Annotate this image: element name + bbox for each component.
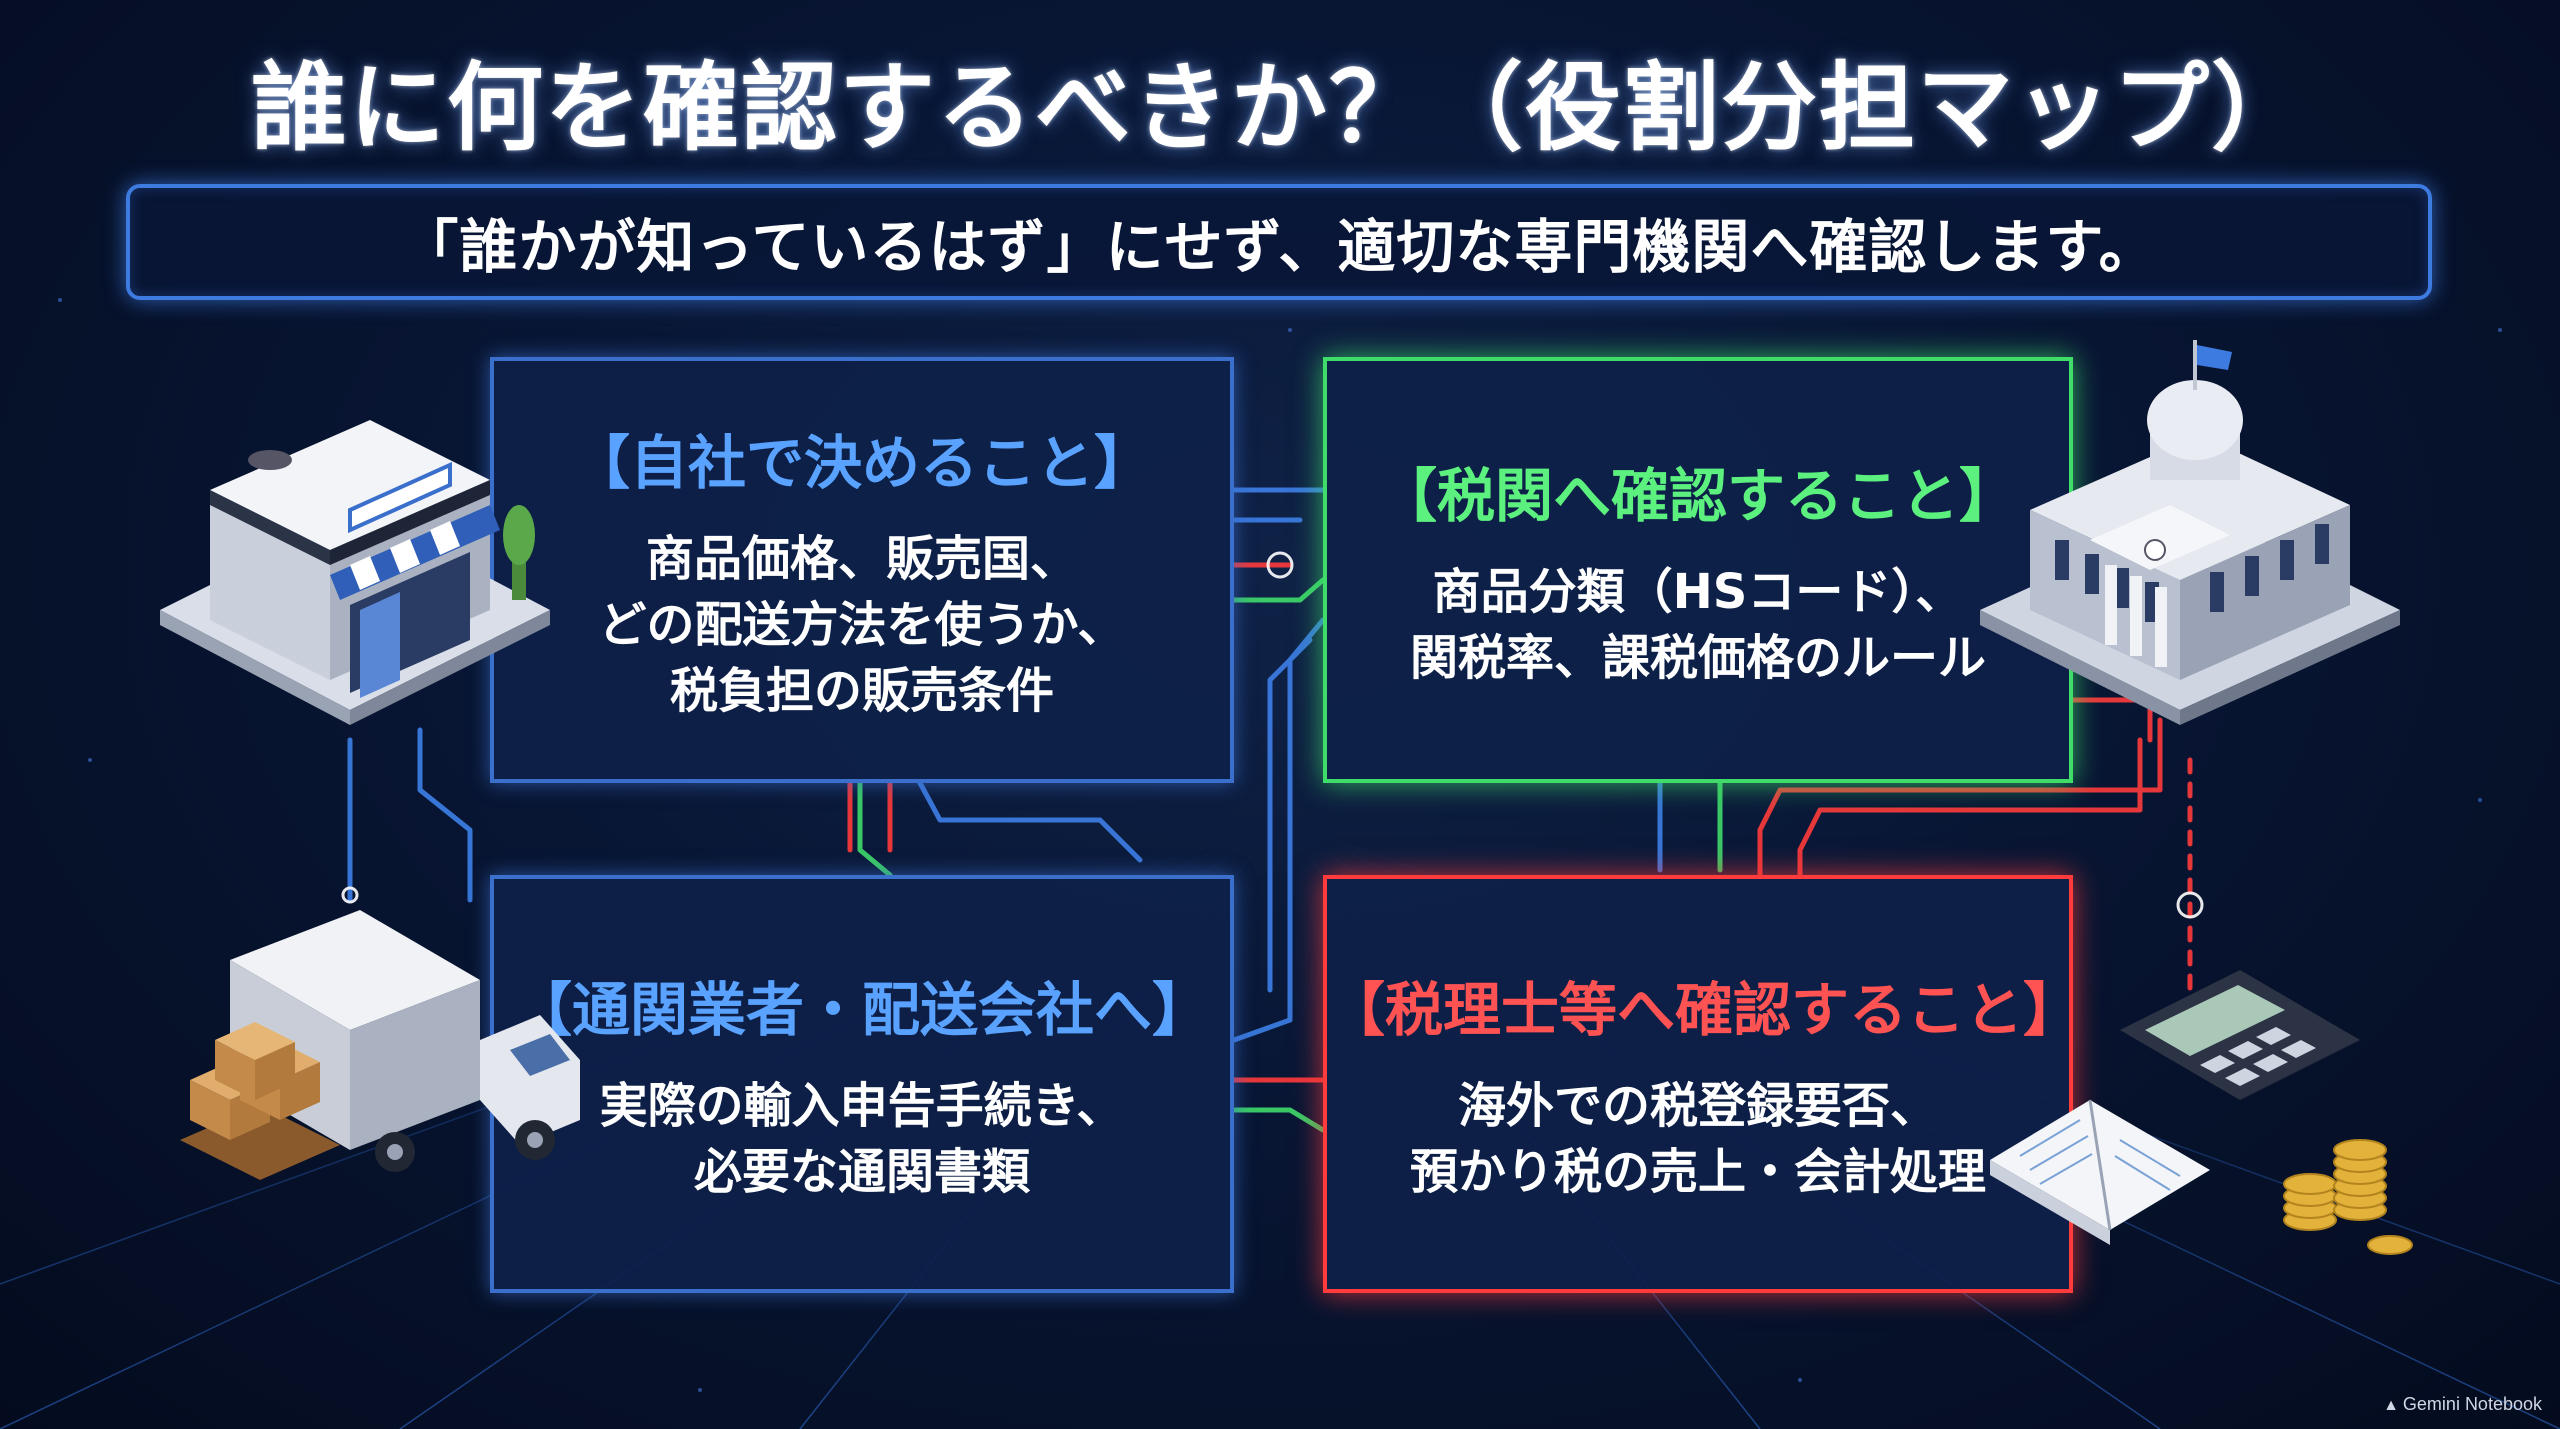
- role-heading-tax: 【税理士等へ確認すること】: [1327, 976, 2082, 1044]
- role-box-tax: 【税理士等へ確認すること】 海外での税登録要否、 預かり税の売上・会計処理: [1323, 875, 2082, 1293]
- storefront-icon: [160, 420, 550, 725]
- role-line: どの配送方法を使うか、: [598, 597, 1126, 653]
- role-heading-broker: 【通関業者・配送会社へ】: [513, 976, 1210, 1044]
- watermark-text: Gemini Notebook: [2402, 1394, 2542, 1414]
- government-building-icon: [1980, 340, 2400, 725]
- notebook-logo-icon: ▲: [2383, 1397, 2399, 1414]
- role-line: 実際の輸入申告手続き、: [599, 1078, 1125, 1134]
- role-line: 税負担の販売条件: [669, 663, 1054, 719]
- watermark: ▲Gemini Notebook: [2383, 1394, 2542, 1415]
- role-line: 商品分類（HSコード）、: [1432, 564, 1964, 620]
- role-line: 商品価格、販売国、: [645, 531, 1078, 587]
- delivery-truck-icon: [180, 910, 580, 1180]
- role-box-self: 【自社で決めること】 商品価格、販売国、 どの配送方法を使うか、 税負担の販売条…: [490, 357, 1234, 783]
- calculator-ledger-icon: [1990, 970, 2413, 1255]
- page-title: 誰に何を確認するべきか？（役割分担マップ）: [251, 52, 2309, 164]
- role-heading-self: 【自社で決めること】: [571, 429, 1152, 497]
- subtitle-text: 「誰かが知っているはず」にせず、適切な専門機関へ確認します。: [400, 213, 2158, 281]
- role-line: 海外での税登録要否、: [1457, 1078, 1938, 1134]
- role-line: 必要な通関書類: [693, 1144, 1030, 1200]
- subtitle-banner: 「誰かが知っているはず」にせず、適切な専門機関へ確認します。: [126, 184, 2432, 300]
- role-line: 預かり税の売上・会計処理: [1409, 1144, 1986, 1200]
- role-heading-customs: 【税関へ確認すること】: [1378, 462, 2017, 530]
- role-box-broker: 【通関業者・配送会社へ】 実際の輸入申告手続き、 必要な通関書類: [490, 875, 1234, 1293]
- role-line: 関税率、課税価格のルール: [1409, 630, 1986, 686]
- role-box-customs: 【税関へ確認すること】 商品分類（HSコード）、 関税率、課税価格のルール: [1323, 357, 2073, 783]
